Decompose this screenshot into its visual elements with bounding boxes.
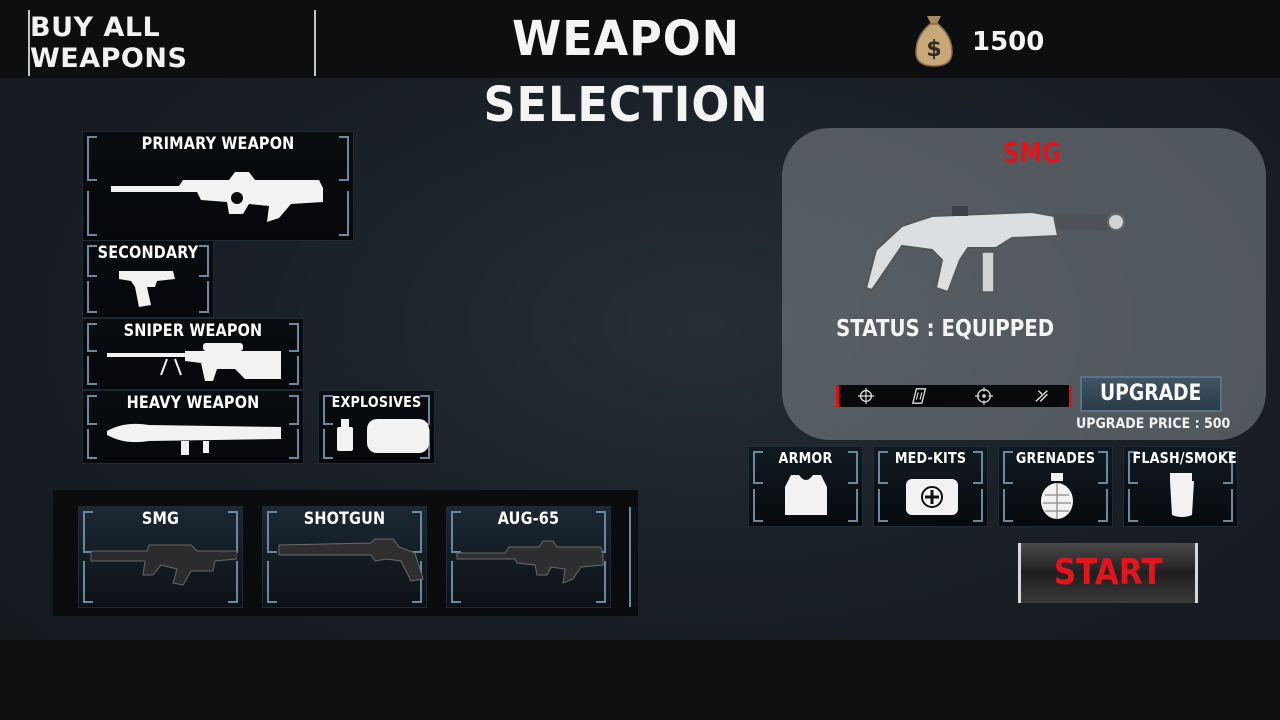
- category-heavy-weapon[interactable]: HEAVY WEAPON: [82, 390, 304, 464]
- category-explosives-label: EXPLOSIVES: [331, 393, 422, 411]
- magazine-icon: [911, 388, 927, 404]
- assault-rifle-icon: [456, 540, 604, 584]
- category-explosives[interactable]: EXPLOSIVES: [318, 390, 435, 464]
- item-label: MED-KITS: [894, 449, 967, 467]
- item-armor[interactable]: ARMOR: [748, 446, 863, 527]
- flash-grenade-icon: [1170, 473, 1194, 517]
- money-bag-icon: $: [915, 16, 953, 67]
- top-bar: [0, 0, 1280, 78]
- item-med-kits[interactable]: MED-KITS: [873, 446, 988, 527]
- smg-icon: [90, 544, 237, 586]
- weapon-card-aug65[interactable]: AUG-65: [446, 506, 611, 608]
- category-secondary-label: SECONDARY: [97, 243, 199, 263]
- item-label: ARMOR: [778, 449, 833, 467]
- armor-vest-icon: [785, 475, 827, 515]
- explosives-icon: [337, 419, 429, 453]
- category-primary-label: PRIMARY WEAPON: [141, 134, 295, 154]
- category-primary-weapon[interactable]: PRIMARY WEAPON: [82, 131, 354, 241]
- recoil-icon: [1035, 390, 1048, 402]
- item-label: GRENADES: [1015, 449, 1096, 467]
- upgrade-price: UPGRADE PRICE : 500: [1076, 416, 1231, 432]
- weapon-label: SHOTGUN: [303, 509, 386, 529]
- weapon-label: AUG-65: [497, 509, 560, 529]
- target-icon: [975, 387, 993, 405]
- svg-text:$: $: [926, 37, 941, 62]
- medkit-icon: [906, 479, 958, 515]
- money-amount: 1500: [972, 27, 1045, 57]
- weapon-status: STATUS : EQUIPPED: [836, 316, 1055, 342]
- weapon-card-shotgun[interactable]: SHOTGUN: [262, 506, 427, 608]
- page-title: WEAPON SELECTION: [483, 11, 769, 133]
- weapon-stats-bar: [836, 385, 1072, 407]
- upgrade-button-label: UPGRADE: [1100, 381, 1202, 406]
- bottom-bar: [0, 640, 1280, 720]
- item-label: FLASH/SMOKE: [1132, 449, 1237, 467]
- grenade-icon: [1041, 473, 1073, 519]
- rocket-launcher-icon: [107, 423, 281, 455]
- weapon-label: SMG: [141, 509, 180, 529]
- smg-preview-image: [864, 206, 1125, 294]
- sniper-rifle-icon: [107, 343, 281, 381]
- selected-weapon-name: SMG: [1002, 136, 1062, 169]
- buy-all-weapons-button[interactable]: BUY ALL WEAPONS: [28, 10, 316, 76]
- crosshair-icon: [857, 387, 875, 405]
- weapon-list-next-edge[interactable]: [629, 507, 637, 607]
- item-flash-smoke[interactable]: FLASH/SMOKE: [1123, 446, 1238, 527]
- upgrade-button[interactable]: UPGRADE: [1080, 376, 1222, 412]
- category-heavy-label: HEAVY WEAPON: [126, 393, 260, 413]
- start-button[interactable]: START: [1018, 543, 1198, 603]
- shotgun-icon: [278, 538, 424, 582]
- pistol-icon: [119, 271, 175, 307]
- start-button-label: START: [1053, 552, 1163, 593]
- category-sniper-weapon[interactable]: SNIPER WEAPON: [82, 318, 304, 390]
- category-secondary[interactable]: SECONDARY: [82, 240, 214, 318]
- assault-rifle-icon: [111, 172, 323, 222]
- weapon-card-smg[interactable]: SMG: [78, 506, 243, 608]
- category-sniper-label: SNIPER WEAPON: [123, 321, 263, 341]
- item-grenades[interactable]: GRENADES: [998, 446, 1113, 527]
